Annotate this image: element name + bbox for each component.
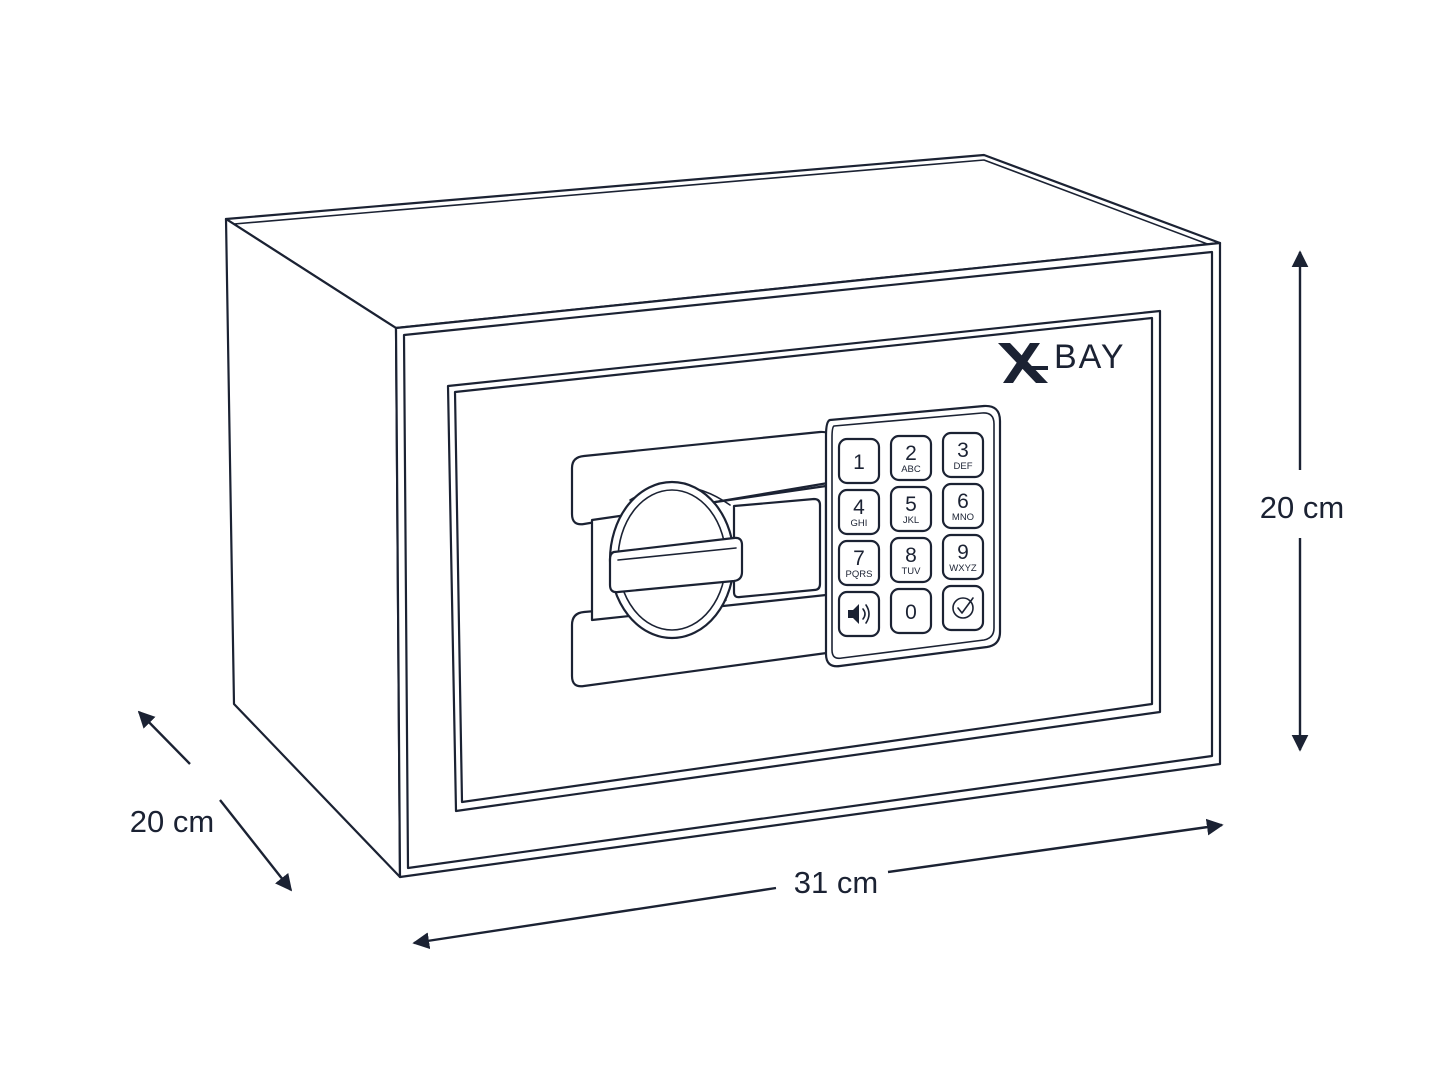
keypad-key-button[interactable] [941,431,985,479]
key-letters: TUV [902,566,922,577]
key-digit: 0 [905,601,917,624]
x-logo-icon [998,343,1048,383]
keypad-key[interactable] [941,584,985,632]
key-digit: 4 [853,496,865,519]
safe-left-face [224,217,402,879]
key-letters: WXYZ [949,563,977,574]
display-screen [732,497,822,599]
dimension-depth: 20 cm [130,710,293,892]
key-letters: ABC [901,464,921,475]
dimension-width: 31 cm [412,818,1224,950]
key-digit: 9 [957,541,969,564]
dimension-height: 20 cm [1260,250,1344,752]
keypad-key-button[interactable] [837,488,881,536]
key-letters: DEF [954,461,973,472]
key-digit: 6 [957,490,969,513]
height-label: 20 cm [1260,490,1344,525]
key-digit: 7 [853,547,865,570]
keypad-key-button[interactable] [837,437,881,485]
depth-label: 20 cm [130,804,214,839]
key-letters: PQRS [846,569,873,580]
depth-arrow [137,710,191,765]
safe-door-frame [446,309,1162,813]
key-digit: 2 [905,442,917,465]
keypad-key[interactable] [837,590,881,638]
keypad-key[interactable]: 0 [889,587,933,635]
key-digit: 3 [957,439,969,462]
key-letters: GHI [851,518,868,529]
key-digit: 8 [905,544,917,567]
keypad-key-button[interactable] [889,536,933,584]
keypad-key-button[interactable] [941,482,985,530]
brand-logo-text: BAY [1054,338,1126,376]
keypad-key[interactable]: 1 [837,437,881,485]
keypad-key-button[interactable] [837,539,881,587]
brand-logo: BAY [998,338,1126,383]
speaker-icon [848,604,870,624]
key-letters: JKL [903,515,919,526]
keypad-key-button[interactable] [941,533,985,581]
key-digit: 1 [853,451,865,474]
width-arrow [412,886,777,950]
keypad-key-button[interactable] [941,584,985,632]
key-letters: MNO [952,512,974,523]
key-digit: 5 [905,493,917,516]
keypad-key-button[interactable] [889,485,933,533]
check-icon [952,597,974,619]
keypad-key-button[interactable] [889,434,933,482]
width-label: 31 cm [794,865,878,900]
keypad-key-button[interactable] [889,587,933,635]
rotary-knob [608,480,744,640]
